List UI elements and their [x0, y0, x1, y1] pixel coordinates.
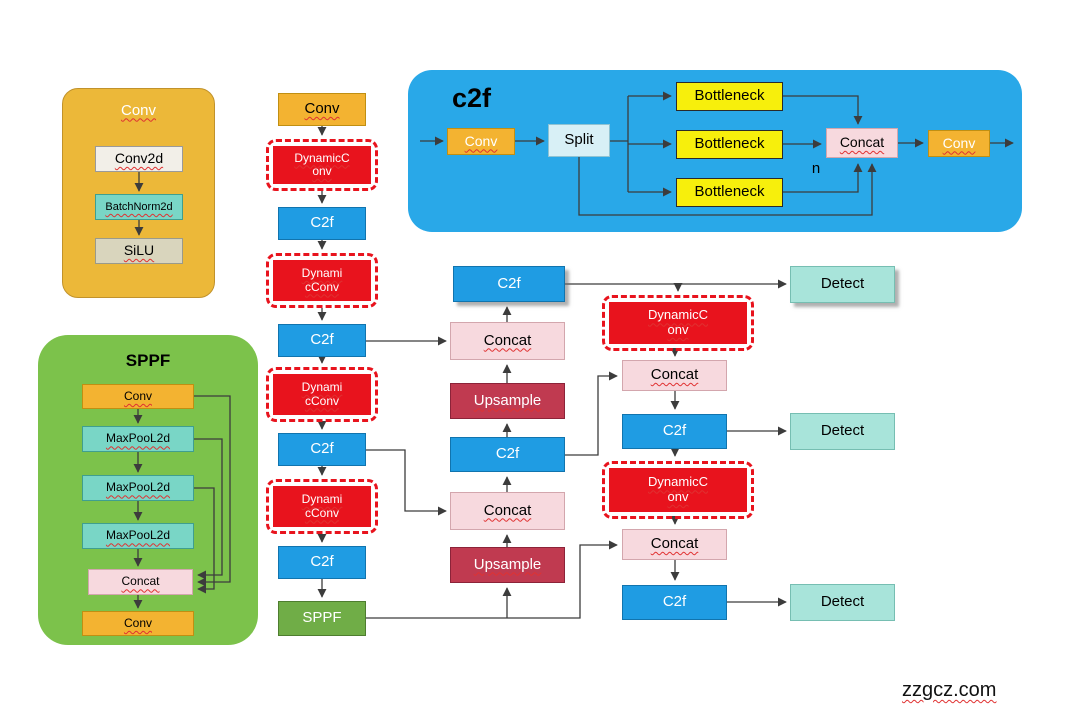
head-dynamicconv-2: DynamicC onv — [602, 461, 754, 519]
sppf-conv-in-label: Conv — [123, 388, 152, 403]
head-concat-1-box: Concat — [622, 360, 727, 391]
c2f-conv-in-box: Conv — [447, 128, 515, 155]
maxpool-label: MaxPooL2d — [105, 431, 171, 446]
sppf-concat-box: Concat — [88, 569, 193, 595]
backbone-c2f-2-box: C2f — [278, 324, 366, 357]
neck-concat-label: Concat — [483, 501, 532, 519]
c2f-panel-title: c2f — [452, 82, 492, 113]
conv2d-label: Conv2d — [114, 150, 164, 167]
backbone-conv-label: Conv — [304, 100, 340, 118]
neck-concat-2-box: Concat — [450, 492, 565, 530]
backbone-conv-box: Conv — [278, 93, 366, 126]
backbone-c2f-4-box: C2f — [278, 546, 366, 579]
silu-label: SiLU — [123, 242, 155, 259]
backbone-dynamicconv-4: Dynami cConv — [266, 479, 378, 534]
sppf-maxpool-3-box: MaxPooL2d — [82, 523, 194, 549]
backbone-sppf-box: SPPF — [278, 601, 366, 636]
head-dynamicconv-1: DynamicC onv — [602, 295, 754, 351]
sppf-panel-title: SPPF — [125, 351, 171, 370]
backbone-c2f-3-box: C2f — [278, 433, 366, 466]
backbone-dynamicconv-2: Dynami cConv — [266, 253, 378, 308]
head-c2f-1-box: C2f — [622, 414, 727, 449]
conv2d-box: Conv2d — [95, 146, 183, 172]
dynamicconv-box: DynamicC onv — [273, 146, 371, 184]
sppf-conv-out-label: Conv — [123, 615, 152, 630]
dynamicconv-label: DynamicC onv — [294, 150, 350, 178]
c2f-concat-box: Concat — [826, 128, 898, 158]
head-concat-2-box: Concat — [622, 529, 727, 560]
neck-upsample-label: Upsample — [473, 555, 542, 573]
dynamicconv-label: Dynami cConv — [301, 380, 343, 408]
conv-panel-title: Conv — [62, 99, 215, 121]
watermark-label: zzgcz.com — [902, 679, 997, 701]
silu-box: SiLU — [95, 238, 183, 264]
neck-c2f-top-box: C2f — [453, 266, 565, 302]
c2f-n-label: n — [811, 159, 821, 177]
sppf-maxpool-2-box: MaxPooL2d — [82, 475, 194, 501]
detect-3-box: Detect — [790, 584, 895, 621]
detect-2-box: Detect — [790, 413, 895, 450]
dynamicconv-label: Dynami cConv — [301, 266, 343, 294]
c2f-bottleneck-2-box: Bottleneck — [676, 130, 783, 159]
dynamicconv-box: DynamicC onv — [609, 302, 747, 344]
backbone-c2f-1-box: C2f — [278, 207, 366, 240]
dynamicconv-box: DynamicC onv — [609, 468, 747, 512]
c2f-conv-out-label: Conv — [942, 134, 976, 151]
neck-upsample-1-box: Upsample — [450, 383, 565, 419]
dynamicconv-label: DynamicC onv — [648, 474, 708, 504]
backbone-dynamicconv-3: Dynami cConv — [266, 367, 378, 422]
neck-c2f-mid-box: C2f — [450, 437, 565, 472]
c2f-bottleneck-1-box: Bottleneck — [676, 82, 783, 111]
neck-concat-1-box: Concat — [450, 322, 565, 360]
head-c2f-2-box: C2f — [622, 585, 727, 620]
neck-upsample-label: Upsample — [473, 391, 542, 409]
dynamicconv-box: Dynami cConv — [273, 486, 371, 527]
c2f-split-box: Split — [548, 124, 610, 157]
batchnorm2d-box: BatchNorm2d — [95, 194, 183, 220]
sppf-conv-in-box: Conv — [82, 384, 194, 409]
dynamicconv-label: DynamicC onv — [648, 307, 708, 337]
maxpool-label: MaxPooL2d — [105, 528, 171, 543]
head-concat-label: Concat — [650, 366, 699, 384]
conv-panel-title-label: Conv — [120, 101, 157, 119]
neck-upsample-2-box: Upsample — [450, 547, 565, 583]
c2f-conv-out-box: Conv — [928, 130, 990, 157]
c2f-concat-label: Concat — [839, 134, 885, 151]
sppf-conv-out-box: Conv — [82, 611, 194, 636]
neck-concat-label: Concat — [483, 331, 532, 349]
sppf-maxpool-1-box: MaxPooL2d — [82, 426, 194, 452]
dynamicconv-box: Dynami cConv — [273, 374, 371, 415]
backbone-dynamicconv-1: DynamicC onv — [266, 139, 378, 191]
batchnorm2d-label: BatchNorm2d — [105, 200, 173, 213]
detect-1-box: Detect — [790, 266, 895, 303]
c2f-bottleneck-3-box: Bottleneck — [676, 178, 783, 207]
c2f-conv-in-label: Conv — [464, 132, 498, 149]
dynamicconv-box: Dynami cConv — [273, 260, 371, 301]
sppf-concat-label: Concat — [121, 574, 160, 589]
dynamicconv-label: Dynami cConv — [301, 492, 343, 520]
maxpool-label: MaxPooL2d — [105, 480, 171, 495]
head-concat-label: Concat — [650, 535, 699, 553]
watermark: zzgcz.com — [902, 679, 996, 702]
